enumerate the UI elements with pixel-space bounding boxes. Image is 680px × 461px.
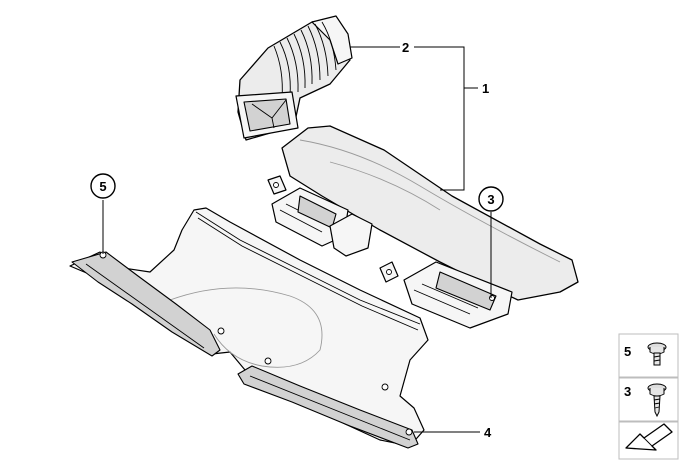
- callout-3-marker: 3: [478, 186, 504, 212]
- callout-1: 1: [482, 81, 489, 96]
- legend-label-5: 5: [624, 344, 631, 359]
- legend-label-3: 3: [624, 384, 631, 399]
- callout-5-marker: 5: [90, 173, 116, 199]
- legend-panel: 5 3: [618, 333, 679, 460]
- callout-5: 5: [99, 179, 106, 194]
- intake-hose[interactable]: [235, 15, 353, 141]
- arrow-icon: [625, 423, 673, 451]
- screw-icon: [647, 383, 667, 418]
- screw-icon: [647, 342, 667, 366]
- cowl-cover[interactable]: [69, 207, 429, 449]
- callout-2: 2: [402, 40, 409, 55]
- callout-3: 3: [487, 192, 494, 207]
- callout-4: 4: [484, 425, 492, 440]
- air-duct[interactable]: [267, 125, 579, 329]
- leader-lines: [102, 46, 492, 433]
